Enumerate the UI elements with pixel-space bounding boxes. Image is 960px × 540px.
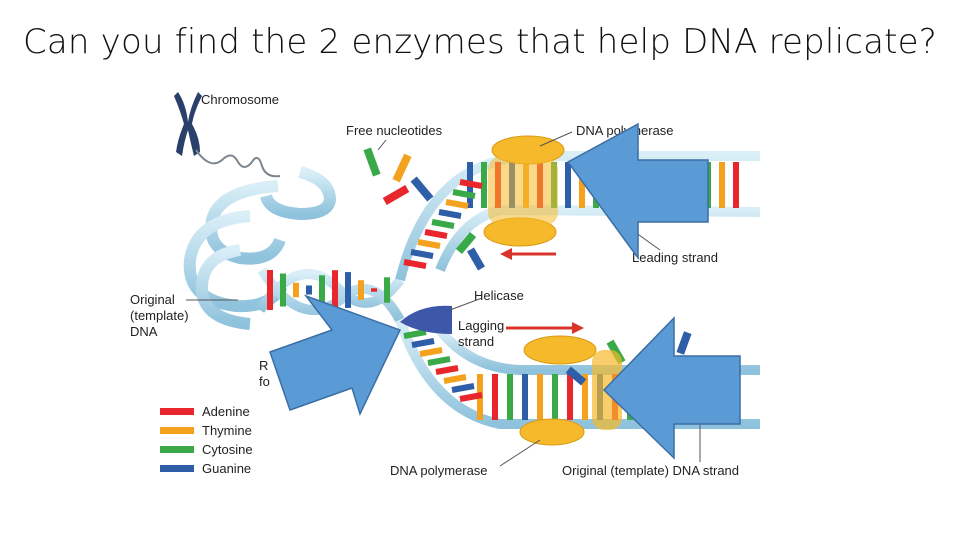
direction-arrow-leading bbox=[500, 248, 556, 260]
base-upper-fork bbox=[431, 219, 455, 229]
base-lower-fork bbox=[411, 338, 435, 348]
base-lower-fork bbox=[427, 356, 451, 366]
base-lower-fork bbox=[435, 365, 459, 375]
label-original-dna-1: Original bbox=[130, 292, 175, 307]
legend-swatch-thymine bbox=[160, 427, 194, 434]
base-upper-fork bbox=[410, 249, 434, 259]
label-fork-partial-1: R bbox=[259, 358, 268, 373]
label-original-dna-2: (template) bbox=[130, 308, 189, 323]
legend-swatch-adenine bbox=[160, 408, 194, 415]
legend-label-adenine: Adenine bbox=[202, 404, 250, 419]
callout-arrow-bottom-right bbox=[602, 316, 741, 460]
label-free-nucleotides: Free nucleotides bbox=[346, 123, 443, 138]
base-upper-fork bbox=[417, 239, 441, 249]
label-original-dna-3: DNA bbox=[130, 324, 158, 339]
label-lagging-2: strand bbox=[458, 334, 494, 349]
label-lagging-1: Lagging bbox=[458, 318, 504, 333]
label-leading-strand: Leading strand bbox=[632, 250, 718, 265]
chromosome-shape bbox=[174, 92, 202, 156]
base-upper-fork bbox=[424, 229, 448, 239]
label-dna-polymerase-bottom: DNA polymerase bbox=[390, 463, 488, 478]
dna-polymerase-top bbox=[483, 135, 565, 247]
direction-arrow-lagging bbox=[506, 322, 584, 334]
base-upper-fork bbox=[438, 209, 462, 219]
helicase-shape bbox=[400, 305, 452, 334]
base-upper-fork bbox=[452, 189, 476, 199]
label-original-template-strand: Original (template) DNA strand bbox=[562, 463, 739, 478]
chromatin-thread bbox=[195, 149, 281, 178]
backbone-lower-outer bbox=[395, 318, 760, 429]
legend-swatch-guanine bbox=[160, 465, 194, 472]
base-lower-fork bbox=[459, 392, 483, 402]
legend-label-thymine: Thymine bbox=[202, 423, 252, 438]
slide-title: Can you find the 2 enzymes that help DNA… bbox=[22, 22, 938, 62]
callout-arrow-top bbox=[566, 122, 709, 261]
label-helicase: Helicase bbox=[474, 288, 524, 303]
backbone-lower-inner bbox=[436, 326, 760, 375]
base-lower-fork bbox=[403, 329, 427, 339]
base-upper-fork bbox=[403, 259, 427, 269]
callout-arrow-left bbox=[269, 294, 402, 417]
legend-label-guanine: Guanine bbox=[202, 461, 251, 476]
label-fork-partial-2: fo bbox=[259, 374, 270, 389]
base-lower-fork bbox=[443, 374, 467, 384]
base-upper-fork bbox=[445, 199, 469, 209]
base-upper-fork bbox=[459, 179, 483, 189]
legend-swatch-cytosine bbox=[160, 446, 194, 453]
label-chromosome: Chromosome bbox=[201, 92, 279, 107]
coiled-dna bbox=[183, 166, 337, 330]
base-lower-fork bbox=[451, 383, 475, 393]
base-lower-fork bbox=[419, 347, 443, 357]
legend-label-cytosine: Cytosine bbox=[202, 442, 253, 457]
chromosome-icon bbox=[174, 92, 281, 178]
